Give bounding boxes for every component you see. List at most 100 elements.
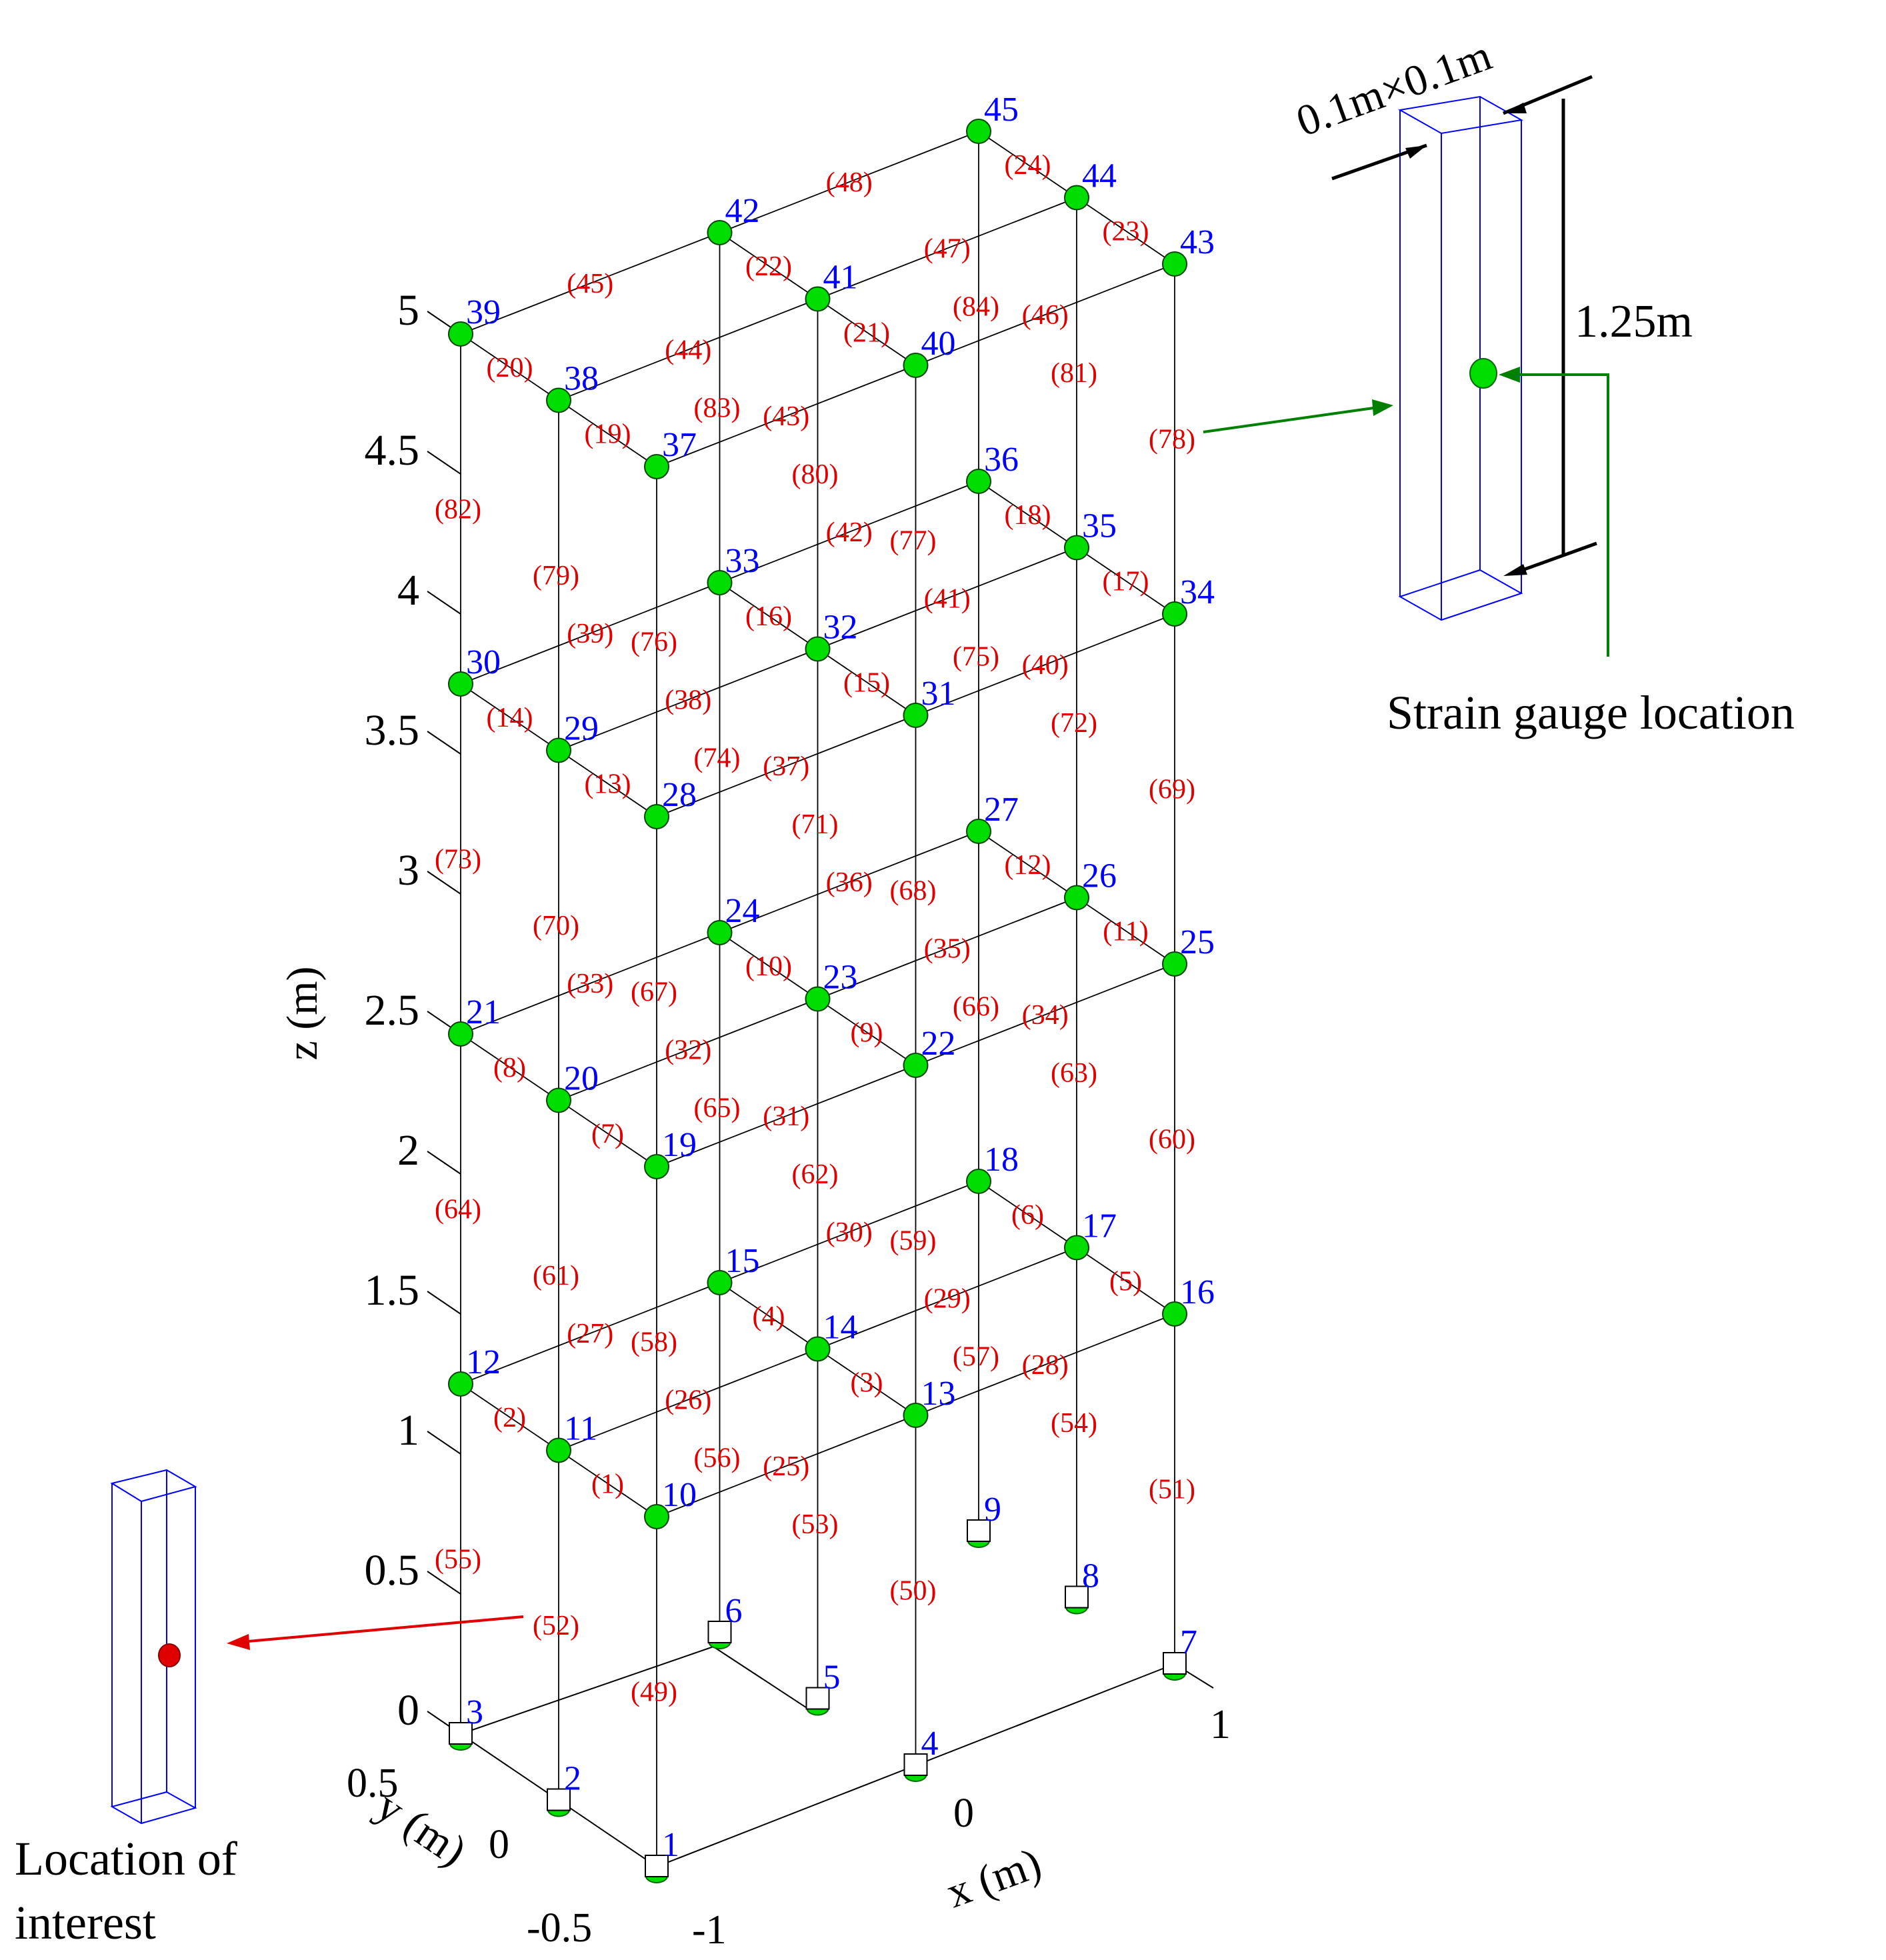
element-label-46: (46) bbox=[1022, 300, 1069, 331]
member-4 bbox=[719, 1282, 819, 1350]
element-label-43: (43) bbox=[763, 401, 809, 432]
element-label-57: (57) bbox=[953, 1342, 999, 1373]
support-base-9 bbox=[967, 1540, 990, 1548]
support-9 bbox=[967, 1519, 991, 1542]
node-37 bbox=[644, 454, 669, 479]
element-label-20: (20) bbox=[487, 353, 533, 383]
element-label-31: (31) bbox=[763, 1101, 809, 1132]
element-label-81: (81) bbox=[1051, 358, 1097, 389]
element-label-61: (61) bbox=[533, 1261, 579, 1291]
location-inset: Location of interest bbox=[15, 1469, 524, 1949]
element-label-15: (15) bbox=[843, 667, 890, 698]
z-tick-mark-2 bbox=[427, 1151, 461, 1175]
supports bbox=[449, 1519, 1187, 1883]
member-45 bbox=[460, 232, 720, 335]
member-21 bbox=[817, 298, 917, 366]
node-label-36: 36 bbox=[984, 441, 1019, 479]
z-tick-4: 4 bbox=[397, 566, 419, 615]
member-32 bbox=[558, 998, 818, 1101]
element-label-53: (53) bbox=[792, 1509, 839, 1540]
element-label-52: (52) bbox=[533, 1611, 579, 1641]
z-tick-labels: 00.511.522.533.544.55 bbox=[365, 286, 420, 1735]
element-label-60: (60) bbox=[1149, 1125, 1195, 1155]
member-7 bbox=[558, 1099, 657, 1167]
node-label-19: 19 bbox=[662, 1126, 697, 1164]
z-tick-3: 3 bbox=[397, 846, 419, 895]
node-10 bbox=[644, 1504, 669, 1529]
member-42 bbox=[719, 481, 979, 583]
node-24 bbox=[707, 920, 733, 945]
member-39 bbox=[460, 582, 720, 685]
element-label-32: (32) bbox=[665, 1035, 711, 1066]
element-label-5: (5) bbox=[1109, 1266, 1142, 1297]
z-tick-3.5: 3.5 bbox=[365, 706, 420, 755]
element-label-16: (16) bbox=[745, 601, 792, 632]
node-label-39: 39 bbox=[466, 293, 501, 331]
node-label-26: 26 bbox=[1082, 857, 1117, 895]
element-label-12: (12) bbox=[1005, 850, 1051, 881]
element-label-56: (56) bbox=[694, 1443, 741, 1474]
element-label-19: (19) bbox=[585, 419, 631, 449]
node-19 bbox=[644, 1154, 669, 1179]
y-tick-0: 0 bbox=[489, 1822, 509, 1867]
element-label-6: (6) bbox=[1011, 1200, 1044, 1231]
element-78-arrow bbox=[1203, 407, 1374, 433]
node-label-34: 34 bbox=[1180, 573, 1215, 611]
member-23 bbox=[1076, 197, 1175, 265]
node-label-22: 22 bbox=[921, 1025, 956, 1063]
member-6 bbox=[978, 1181, 1077, 1249]
element-label-1: (1) bbox=[591, 1469, 624, 1499]
node-label-29: 29 bbox=[564, 710, 599, 748]
element-label-11: (11) bbox=[1103, 916, 1148, 947]
element-label-18: (18) bbox=[1005, 500, 1051, 531]
node-label-9: 9 bbox=[984, 1491, 1001, 1529]
node-label-23: 23 bbox=[823, 959, 858, 997]
member-15 bbox=[817, 648, 917, 716]
element-label-76: (76) bbox=[631, 627, 677, 658]
element-label-8: (8) bbox=[493, 1053, 526, 1083]
node-41 bbox=[805, 286, 831, 312]
element-label-49: (49) bbox=[631, 1677, 677, 1708]
member-10 bbox=[719, 932, 819, 1000]
support-base-3 bbox=[449, 1743, 472, 1751]
node-label-27: 27 bbox=[984, 791, 1019, 829]
node-36 bbox=[966, 469, 991, 494]
node-40 bbox=[903, 353, 929, 378]
z-tick-1.5: 1.5 bbox=[365, 1266, 420, 1315]
node-label-33: 33 bbox=[725, 542, 760, 580]
member-22 bbox=[719, 232, 819, 300]
x-tick-0: 0 bbox=[953, 1791, 974, 1836]
element-label-9: (9) bbox=[851, 1017, 883, 1048]
member-34 bbox=[915, 963, 1175, 1066]
member-33 bbox=[460, 932, 720, 1035]
z-tick-5: 5 bbox=[397, 286, 419, 335]
z-tick-0.5: 0.5 bbox=[365, 1546, 420, 1595]
member-25 bbox=[656, 1415, 916, 1517]
gauge-pointer bbox=[1507, 373, 1609, 657]
element-label-13: (13) bbox=[585, 769, 631, 799]
member-8 bbox=[460, 1033, 559, 1101]
member-14 bbox=[460, 683, 559, 751]
node-label-6: 6 bbox=[725, 1592, 743, 1630]
node-label-28: 28 bbox=[662, 776, 697, 814]
element-label-67: (67) bbox=[631, 977, 677, 1008]
node-label-31: 31 bbox=[921, 675, 956, 713]
node-11 bbox=[546, 1437, 571, 1463]
element-label-75: (75) bbox=[953, 642, 999, 673]
node-label-45: 45 bbox=[984, 91, 1019, 129]
element-label-38: (38) bbox=[665, 685, 711, 716]
element-label-55: (55) bbox=[435, 1545, 481, 1575]
element-label-48: (48) bbox=[826, 167, 873, 198]
element-78-arrowhead bbox=[1372, 399, 1393, 416]
element-label-72: (72) bbox=[1051, 708, 1097, 739]
element-label-74: (74) bbox=[694, 743, 741, 774]
member-3 bbox=[817, 1348, 917, 1416]
element-label-47: (47) bbox=[924, 234, 971, 265]
node-label-13: 13 bbox=[921, 1375, 956, 1413]
element-label-22: (22) bbox=[745, 251, 792, 282]
node-23 bbox=[805, 986, 831, 1012]
support-7 bbox=[1163, 1652, 1187, 1675]
element-label-58: (58) bbox=[631, 1327, 677, 1358]
height-dimension-label: 1.25m bbox=[1575, 296, 1693, 347]
member-31 bbox=[656, 1065, 916, 1167]
